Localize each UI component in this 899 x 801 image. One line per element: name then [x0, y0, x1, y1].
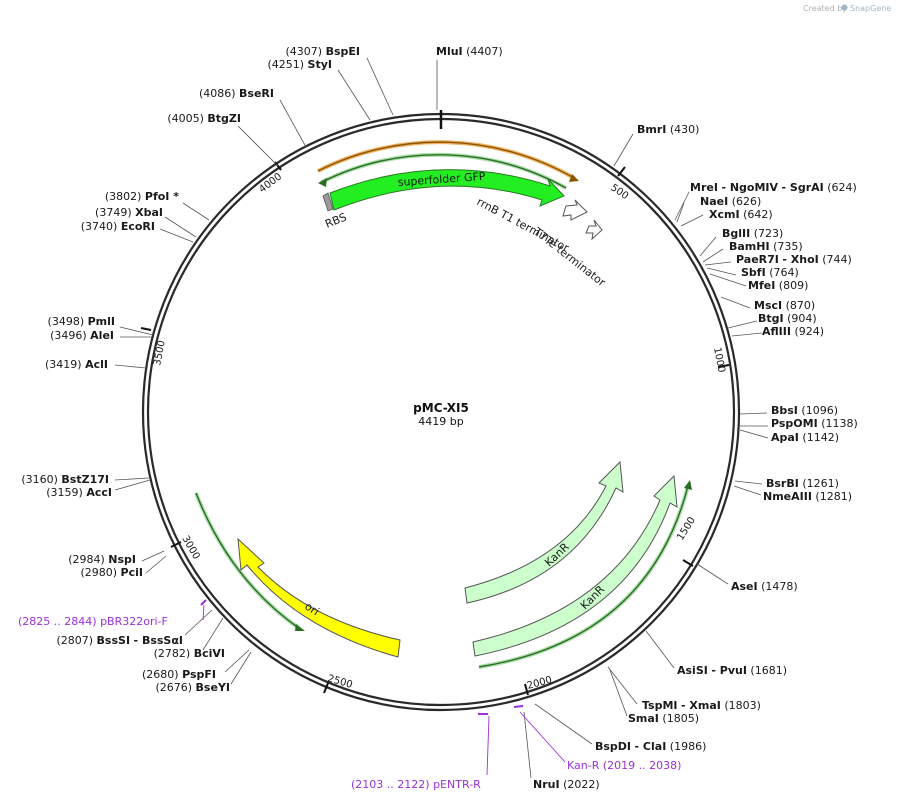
primer-mark-pbr322ori-f — [200, 599, 207, 606]
site-pmli: (3498) PmlI — [48, 315, 115, 328]
rbs-block — [322, 192, 334, 212]
site-bseyi: (2676) BseYI — [155, 681, 230, 694]
site-nrui: NruI (2022) — [533, 778, 600, 791]
site-mlui: MluI (4407) — [436, 45, 503, 58]
site-btgzi: (4005) BtgZI — [167, 112, 241, 125]
kanr-outer-arrow — [472, 474, 678, 657]
site-paer7i: PaeR7I - XhoI (744) — [736, 253, 852, 266]
site-mfei: MfeI (809) — [748, 279, 808, 292]
orange-strand-arrowhead — [569, 174, 579, 182]
site-bglii: BglII (723) — [722, 227, 783, 240]
orange-strand-line — [317, 141, 575, 179]
tick-1000 — [717, 364, 730, 368]
superfolder-gfp-arrow — [329, 169, 565, 211]
site-bcivi: (2782) BciVI — [154, 647, 225, 660]
site-asei: AseI (1478) — [731, 580, 798, 593]
tick-2000 — [524, 683, 529, 696]
site-ecori: (3740) EcoRI — [81, 220, 155, 233]
green-strand-line — [321, 154, 567, 189]
site-asisi: AsiSI - PvuI (1681) — [677, 664, 787, 677]
site-bbsi: BbsI (1096) — [771, 404, 838, 417]
site-bsrbi: BsrBI (1261) — [766, 477, 839, 490]
site-acli: (3419) AclI — [45, 358, 108, 371]
site-smai: SmaI (1805) — [628, 712, 699, 725]
ori-strand-line — [195, 492, 301, 630]
site-btgi: BtgI (904) — [758, 312, 817, 325]
site-bstz17i: (3160) BstZ17I — [21, 473, 109, 486]
site-nmeaiii: NmeAIII (1281) — [763, 490, 852, 503]
site-pspomi: PspOMI (1138) — [771, 417, 858, 430]
tick-2500 — [323, 682, 329, 694]
ori-strand-arrowhead — [295, 624, 305, 631]
site-bamhi: BamHI (735) — [729, 240, 803, 253]
plasmid-length: 4419 bp — [418, 415, 463, 428]
rrnb-terminator-arrow — [562, 199, 588, 221]
tick-label-3500: 3500 — [152, 339, 168, 366]
site-naei: NaeI (626) — [700, 195, 761, 208]
kanr-inner-arrow — [464, 460, 624, 604]
tick-label-3000: 3000 — [179, 534, 201, 562]
site-bmri: BmrI (430) — [637, 123, 699, 136]
kanr-strand-line — [478, 485, 689, 668]
site-msci: MscI (870) — [754, 299, 815, 312]
tick-3000 — [170, 541, 182, 548]
tick-label-1000: 1000 — [711, 346, 727, 373]
site-acci: (3159) AccI — [46, 486, 112, 499]
site-mrei: MreI - NgoMIV - SgrAI (624) — [690, 181, 857, 194]
green-strand-arrowhead — [318, 178, 327, 187]
site-sbfi: SbfI (764) — [741, 266, 799, 279]
site-nspi: (2984) NspI — [68, 553, 136, 566]
site-styi: (4251) StyI — [267, 58, 332, 71]
site-apai: ApaI (1142) — [771, 431, 839, 444]
site-pcii: (2980) PciI — [80, 566, 143, 579]
site-pfoi: (3802) PfoI * — [105, 190, 179, 203]
site-xbai: (3749) XbaI — [95, 206, 163, 219]
site-bspei: (4307) BspEI — [286, 45, 361, 58]
primer-kan-r: Kan-R (2019 .. 2038) — [567, 759, 681, 772]
site-bspdi: BspDI - ClaI (1986) — [595, 740, 706, 753]
kanr-strand-arrowhead — [684, 480, 692, 490]
site-bsssi: (2807) BssSI - BssSαI — [56, 634, 183, 647]
site-afliii: AflIII (924) — [762, 325, 824, 338]
plasmid-name: pMC-XI5 — [413, 401, 469, 415]
leader-lines — [114, 57, 769, 779]
rbs-label: RBS — [323, 210, 348, 230]
primer-mark-kan-r — [513, 705, 524, 708]
tick-1500 — [682, 559, 694, 567]
tick-500 — [617, 166, 626, 177]
snapgene-logo-icon — [841, 4, 848, 11]
ori-arrow — [237, 537, 401, 658]
primer-pentr-r: (2103 .. 2122) pENTR-R — [351, 778, 481, 791]
credit-prefix: Created by — [803, 4, 847, 13]
credit-brand: SnapGene — [850, 4, 891, 13]
site-pspfi: (2680) PspFI — [142, 668, 216, 681]
superfolder-gfp-label: superfolder GFP — [397, 170, 486, 189]
tick-3500 — [140, 327, 152, 331]
site-xcmi: XcmI (642) — [709, 208, 773, 221]
site-tspmi: TspMI - XmaI (1803) — [642, 699, 761, 712]
site-bseri: (4086) BseRI — [199, 87, 274, 100]
primer-pbr322ori-f: (2825 .. 2844) pBR322ori-F — [18, 615, 168, 628]
t7te-terminator-arrow — [585, 219, 603, 241]
site-alei: (3496) AleI — [50, 329, 114, 342]
